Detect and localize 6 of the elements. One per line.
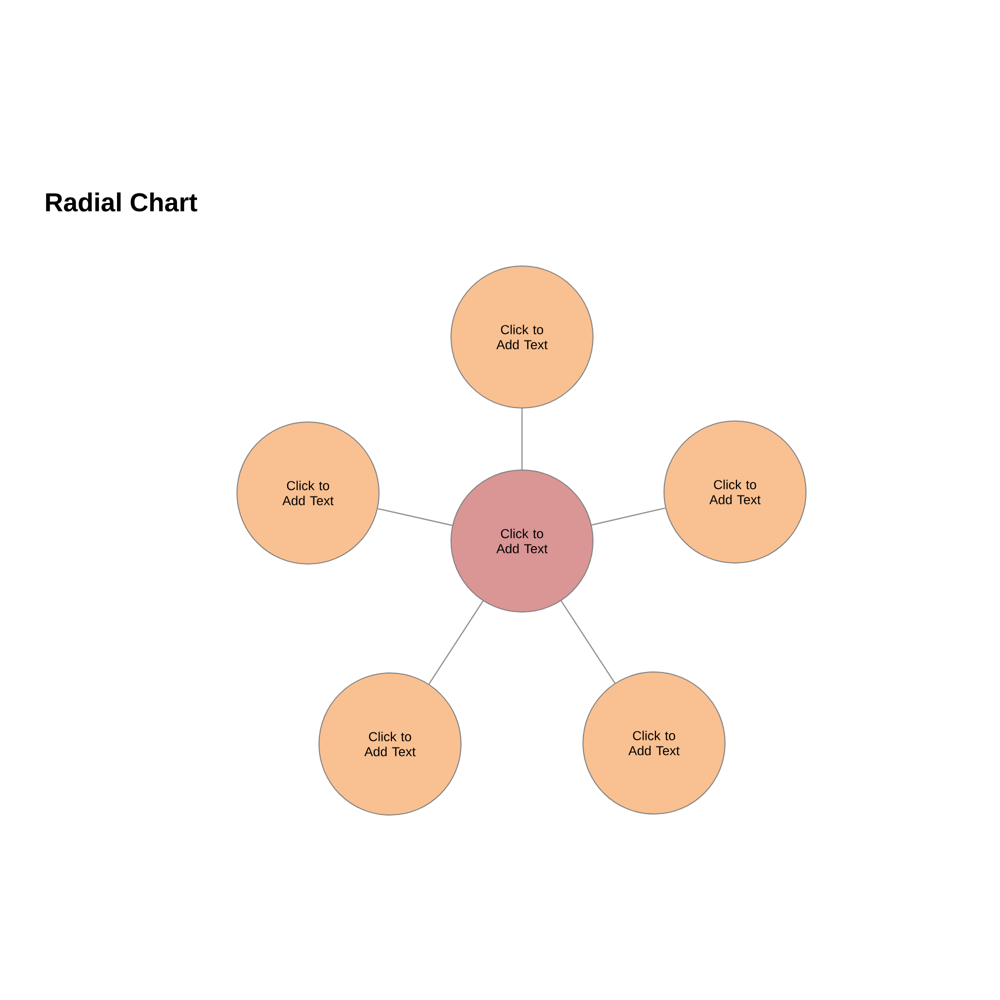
connector-line	[521, 408, 523, 470]
title: Radial Chart	[46, 192, 198, 212]
connector-line	[592, 507, 666, 526]
connector-line	[378, 508, 452, 526]
connector-line	[428, 600, 484, 684]
connector-line	[560, 600, 616, 684]
